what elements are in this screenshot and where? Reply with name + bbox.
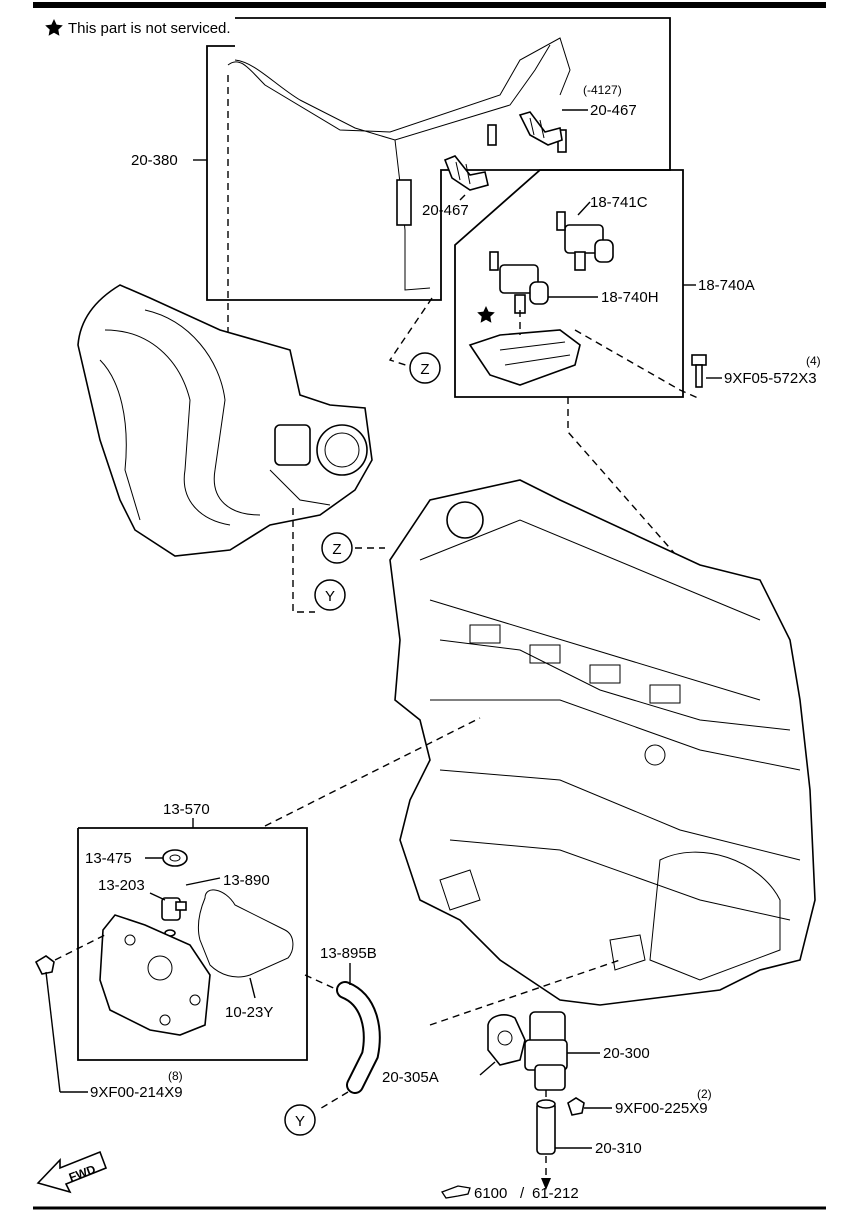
star-icon [45,19,63,36]
reference-hand-icon [441,1185,471,1199]
label-20-305A: 20-305A [382,1069,439,1086]
marker-z-mid-text: Z [332,541,341,558]
bolt-9XF05: (4) 9XF05-572X3 [691,354,821,388]
dash-manifold-to-y [292,508,315,613]
arrow-down-icon [541,1178,551,1190]
gasket-20-305A [487,1014,526,1066]
marker-y-bottom: Y [284,1104,316,1136]
bolt-9XF00-225: (2) 9XF00-225X9 [567,1087,712,1117]
reference-sub[interactable]: 61-212 [532,1185,579,1202]
label-20-300: 20-300 [603,1045,650,1062]
valve-assembly-20-300: 20-305A 20-300 [382,1011,650,1091]
forward-arrow-icon: FWD [36,1150,108,1194]
label-13-203: 13-203 [98,877,145,894]
intake-manifold [77,284,373,557]
grommet-13-475: 13-475 [85,849,188,867]
clip-20-467-b [443,155,489,191]
label-13-890: 13-890 [223,872,270,889]
pipe-fitting [487,124,497,146]
label-20-380: 20-380 [131,152,178,169]
label-4127: (-4127) [583,83,622,97]
bolt-9XF00-214: (8) 9XF00-214X9 [34,934,183,1101]
label-18-740A: 18-740A [698,277,755,294]
label-18-740H: 18-740H [601,289,659,306]
marker-z-top: Z [409,352,441,384]
solenoid-frame [454,169,684,398]
vacuum-pipe [227,37,571,133]
label-13-570: 13-570 [163,801,210,818]
label-20-467a: 20-467 [590,102,637,119]
solenoid-18-740H [489,251,549,314]
not-serviced-note: This part is not serviced. [45,19,231,37]
engine-block [389,479,816,1006]
pcv-frame [77,827,308,1061]
dash-bolt [574,329,699,399]
reference-separator: / [520,1185,525,1202]
star-icon [477,306,495,323]
qty-2: (2) [697,1087,712,1101]
reference-main[interactable]: 6100 [474,1185,507,1202]
pipe-20-310: 20-310 [536,1090,642,1190]
pcv-valve-13-890: 13-890 13-203 [98,872,270,937]
qty-8: (8) [168,1069,183,1083]
solenoid-group: 18-741C 18-740H 18-740A [454,169,755,398]
marker-z-mid: Z [321,532,353,564]
label-18-741C: 18-741C [590,194,648,211]
label-9XF00-225: 9XF00-225X9 [615,1100,708,1117]
label-9XF05: 9XF05-572X3 [724,370,817,387]
leader-10-23Y [249,977,256,999]
gasket-10-23Y [197,889,294,978]
clip-20-467-a [518,111,563,146]
marker-y-bottom-text: Y [295,1113,305,1130]
oil-separator-cover [99,914,211,1036]
page-reference[interactable]: 6100 / 61-212 [441,1185,579,1202]
label-9XF00-214: 9XF00-214X9 [90,1084,183,1101]
note-text: This part is not serviced. [68,20,231,37]
label-10-23Y: 10-23Y [225,1004,273,1021]
separator-port [147,955,173,981]
hose-sleeve [396,179,412,226]
solenoid-18-741C [556,211,614,271]
dash-valve-to-engine [429,959,621,1026]
vacuum-pipe-2 [234,44,551,141]
pipe-assembly-group: 20-380 (-4127) 20-467 20-467 [131,17,671,301]
marker-z-top-text: Z [420,361,429,378]
qty-4: (4) [806,354,821,368]
solenoid-bracket [468,329,581,386]
leader-20-467b [459,194,466,201]
dash-pipe-to-z [388,297,433,369]
marker-y-mid: Y [314,579,346,611]
dash-pcv-to-engine [264,717,481,827]
label-20-467b: 20-467 [422,202,469,219]
label-13-475: 13-475 [85,850,132,867]
hose-13-895B: 13-895B [304,945,381,1111]
marker-y-mid-text: Y [325,588,335,605]
label-20-310: 20-310 [595,1140,642,1157]
pcv-group: 13-570 13-475 13-890 13-203 10-23Y [77,801,308,1061]
leader-18-741C [577,201,591,216]
pipe-assembly-frame [206,17,671,301]
label-13-895B: 13-895B [320,945,377,962]
